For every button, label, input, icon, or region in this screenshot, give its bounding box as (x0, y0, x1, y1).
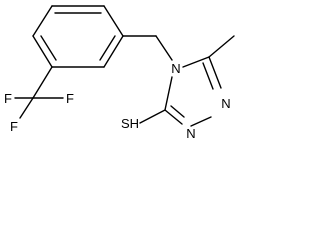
atom-sh: SH (121, 116, 139, 131)
bond-c5-n1-double (202, 62, 214, 90)
bond-c6-c1-double (99, 35, 116, 61)
bond-cf3-f1 (19, 97, 34, 119)
bond-c3-sh (139, 109, 166, 124)
bond-n2-c3-double (170, 105, 185, 118)
atom-n1: N (221, 96, 230, 111)
atom-f1: F (10, 119, 18, 134)
bond-c6-c1 (103, 35, 124, 68)
molecule-structure: N N N SH F F F (4, 5, 235, 141)
bond-ch2-n4 (155, 35, 173, 61)
bond-n4-c5 (182, 56, 210, 68)
bond-c3-n4 (164, 76, 173, 111)
trifluoromethyl-group (14, 66, 64, 119)
bond-c5-cf3 (32, 66, 53, 99)
atom-f3: F (66, 91, 74, 106)
atom-n2: N (186, 126, 195, 141)
atom-f2: F (4, 91, 12, 106)
bond-c1-c2 (103, 5, 124, 37)
bond-c5-methyl (208, 35, 235, 58)
bond-c5-n1 (208, 56, 222, 89)
triazole-ring (139, 35, 235, 127)
atom-n4: N (171, 61, 180, 76)
bond-n2-c3 (164, 109, 183, 125)
bond-c4-c5 (32, 35, 53, 68)
bond-c4-c5-double (40, 35, 57, 61)
bond-c3-c4 (32, 5, 53, 37)
bond-n1-n2 (190, 116, 212, 127)
benzene-ring (32, 5, 124, 68)
